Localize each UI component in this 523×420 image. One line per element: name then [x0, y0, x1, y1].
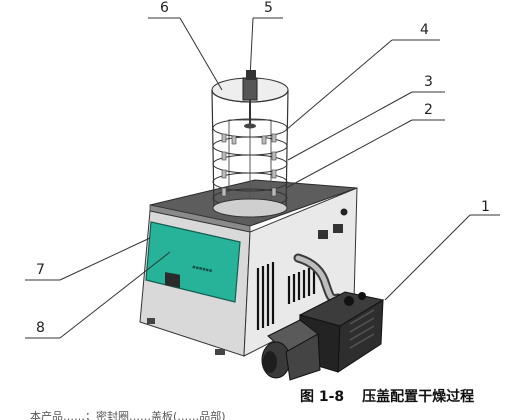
label-1: 1 — [481, 199, 490, 215]
side-vent-grille — [256, 262, 316, 330]
display-screen — [165, 272, 180, 288]
label-8: 8 — [36, 320, 45, 336]
leader-line-1 — [384, 214, 471, 301]
leader-line-2 — [285, 119, 413, 189]
label-3: 3 — [424, 74, 433, 90]
switch-knob — [340, 208, 348, 216]
figure-title: 压盖配置干燥过程 — [362, 389, 475, 405]
label-5: 5 — [264, 0, 273, 16]
power-socket — [318, 230, 328, 239]
label-7: 7 — [36, 262, 45, 278]
cabinet-foot — [215, 349, 225, 355]
label-4: 4 — [420, 22, 429, 38]
leader-line-8 — [59, 251, 171, 339]
label-2: 2 — [424, 102, 433, 118]
label-6: 6 — [160, 0, 169, 16]
leader-line-7 — [59, 237, 151, 281]
figure-number: 图 1-8 — [300, 389, 345, 405]
leader-line-3 — [287, 91, 413, 161]
figure-caption: 图 1-8 压盖配置干燥过程 — [300, 386, 520, 408]
leader-line-6 — [179, 17, 223, 91]
cut-off-text-line: 本产品……；密封圈……盖板(……品部) — [30, 410, 226, 420]
pump-motor — [261, 319, 321, 381]
panel-logo-text: ▪▪▪▪▪▪ — [192, 264, 213, 274]
leader-line-5 — [249, 17, 254, 79]
signal-port — [333, 224, 343, 233]
leader-line-4 — [285, 39, 393, 131]
cabinet-foot — [147, 318, 155, 324]
gland-knob — [242, 70, 258, 129]
